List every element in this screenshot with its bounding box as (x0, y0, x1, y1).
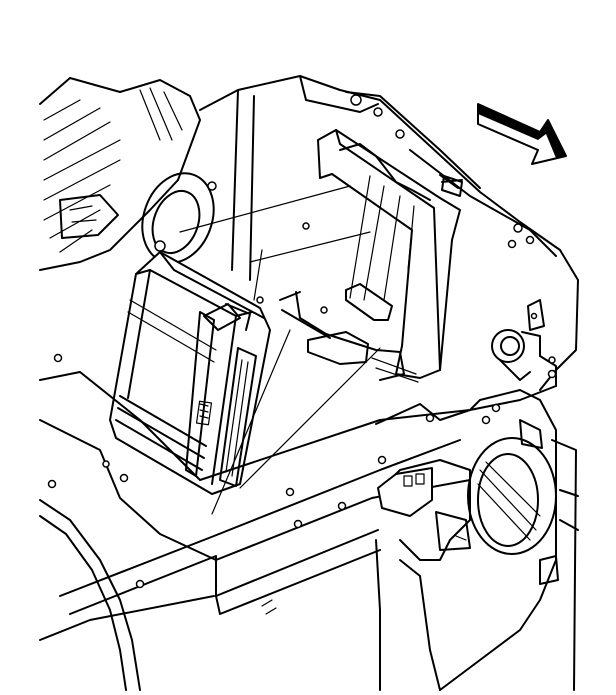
bolt-icon (491, 329, 525, 363)
upper-right-details (350, 94, 557, 387)
leader-lines (179, 185, 381, 515)
direction-arrow-icon (477, 103, 567, 165)
lower-frame-rail (39, 353, 557, 691)
bulkhead-panel (199, 75, 579, 391)
background-structure-left (39, 77, 201, 271)
panel-holes (256, 222, 328, 314)
mounting-bracket (279, 129, 461, 383)
grommet (141, 172, 217, 264)
control-module (109, 251, 271, 495)
right-side-structure (375, 389, 579, 691)
